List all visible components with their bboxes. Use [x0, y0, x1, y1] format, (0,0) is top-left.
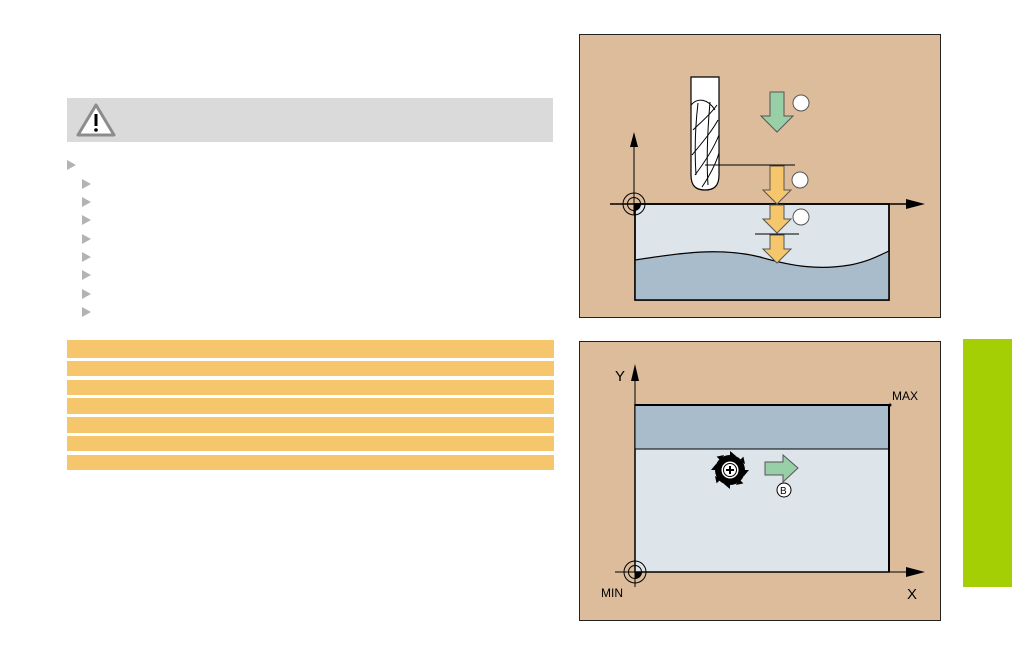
datum-icon — [623, 560, 647, 584]
callout-1 — [792, 94, 810, 112]
triangle-bullet-icon — [82, 307, 91, 317]
allowance-arrow-icon — [761, 234, 793, 264]
y-axis-label: Y — [615, 368, 625, 385]
triangle-bullet-icon — [67, 160, 76, 170]
table-row — [67, 380, 554, 395]
setup-clearance-arrow-icon — [761, 165, 793, 205]
triangle-bullet-icon — [82, 289, 91, 299]
plunge-depth-arrow-icon — [761, 204, 793, 234]
figure-face-milling-area: Y X MAX MIN — [579, 341, 941, 621]
face-mill-cutter-icon — [711, 451, 749, 489]
max-label: MAX — [892, 389, 918, 403]
chapter-side-tab[interactable] — [963, 339, 1012, 587]
min-label: MIN — [601, 586, 623, 600]
material-band — [634, 404, 890, 450]
callout-3 — [792, 208, 810, 226]
datum-icon — [622, 192, 646, 216]
max-point — [888, 403, 892, 407]
callout-2 — [791, 171, 809, 189]
triangle-bullet-icon — [82, 197, 91, 207]
material-contour — [635, 251, 889, 300]
table-row — [67, 361, 554, 376]
feed-direction-arrow-icon — [764, 453, 799, 484]
callout-b-label: B — [780, 486, 787, 497]
figure-depth-infeed — [579, 34, 941, 318]
triangle-bullet-icon — [82, 215, 91, 225]
table-row — [67, 398, 554, 414]
triangle-bullet-icon — [82, 270, 91, 280]
callout-b — [776, 482, 792, 498]
triangle-bullet-icon — [82, 252, 91, 262]
feed-arrow-icon — [759, 91, 795, 133]
triangle-bullet-icon — [82, 234, 91, 244]
end-mill-tool-icon — [690, 76, 720, 191]
table-row — [67, 417, 554, 433]
triangle-bullet-icon — [82, 179, 91, 189]
z-axis-arrow — [630, 132, 638, 147]
x-axis-arrow — [906, 567, 925, 577]
x-axis-label: X — [907, 586, 917, 603]
x-axis-arrow — [906, 199, 925, 209]
warning-box — [67, 98, 553, 142]
table-row — [67, 455, 554, 470]
y-axis-arrow — [631, 364, 639, 381]
table-row — [67, 340, 554, 358]
table-row — [67, 436, 554, 451]
warning-triangle-icon — [76, 103, 116, 137]
